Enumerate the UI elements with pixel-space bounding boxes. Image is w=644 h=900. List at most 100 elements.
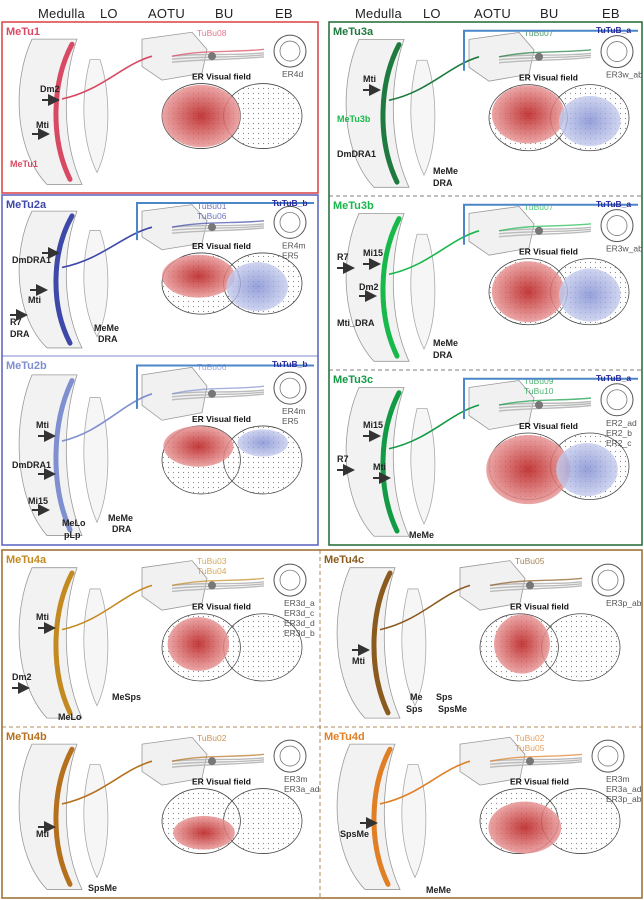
header-bu-right: BU — [540, 6, 559, 21]
header-aotu-left: AOTU — [148, 6, 185, 21]
input-label: Sps — [436, 692, 453, 702]
er-label: ER2_ad — [606, 418, 637, 428]
eb-ring — [600, 209, 634, 243]
axon-metu4b — [61, 760, 153, 805]
receptive-field-blue — [559, 95, 621, 147]
tubu-line — [171, 54, 265, 60]
lobula-outline — [83, 397, 109, 524]
tubu-label: TuBu07 — [524, 28, 554, 38]
eb-ring-inner — [279, 569, 301, 591]
input-label: pLp — [64, 530, 81, 540]
bu-node — [208, 223, 216, 232]
er-label: ER3a_ad — [606, 784, 642, 794]
input-label: Sps — [406, 704, 423, 714]
metu-neuron-metu3a — [380, 42, 402, 185]
bu-node — [535, 401, 543, 409]
input-label: MeTu1 — [10, 159, 38, 169]
eb-ring-inner — [279, 745, 301, 767]
input-label: MeLo — [62, 518, 86, 528]
panel-title-metu1: MeTu1 — [6, 26, 40, 38]
input-label: DmDRA1 — [12, 460, 51, 470]
input-label: MeTu3b — [337, 114, 371, 124]
er-label: ER4m — [282, 406, 306, 416]
input-label: R7 — [337, 252, 349, 262]
medulla-outline — [336, 743, 401, 890]
input-label: MeMe — [426, 885, 451, 895]
er-label: ER3d_c — [284, 608, 315, 618]
input-label: Mti_DRA — [337, 318, 375, 328]
bu-node — [208, 389, 216, 398]
visual-field-right — [223, 788, 303, 854]
tubu-line-colored — [171, 385, 265, 395]
tubu-label: TuBu06 — [197, 362, 227, 372]
receptive-field-red — [167, 617, 230, 671]
tubu-line — [498, 226, 592, 232]
input-label: MeLo — [58, 712, 82, 722]
eb-ring — [273, 563, 307, 597]
metu-neuron-metu4a — [53, 570, 75, 716]
tubu-label: TuBu08 — [197, 28, 227, 38]
visual-field-label: ER Visual field — [519, 73, 578, 83]
panel-title-metu4d: MeTu4d — [324, 731, 365, 743]
eb-ring-inner — [606, 389, 628, 411]
tubu-line-colored — [498, 397, 592, 406]
visual-field-label: ER Visual field — [192, 72, 251, 82]
tubu-line — [498, 404, 592, 412]
eb-ring — [273, 739, 307, 773]
header-lo-left: LO — [100, 6, 118, 21]
er-label: ER2_b — [606, 428, 632, 438]
visual-field-label: ER Visual field — [192, 414, 251, 424]
receptive-field-red — [494, 614, 550, 674]
lobula-outline — [83, 764, 109, 879]
medulla-outline — [345, 39, 410, 188]
axon-metu1 — [61, 55, 153, 100]
input-label: DRA — [433, 350, 453, 360]
metu-neuron-metu1 — [53, 41, 75, 182]
tubu-line — [498, 56, 592, 64]
lobula-outline — [410, 59, 436, 177]
input-label: DRA — [112, 524, 132, 534]
er-label: ER3p_ab — [606, 794, 642, 804]
lobula-outline — [401, 588, 427, 707]
tubu-line — [489, 581, 583, 587]
tubu-label: TuBu02 — [515, 733, 545, 743]
receptive-field-red — [162, 84, 241, 148]
eb-ring — [600, 383, 634, 417]
header-medulla-right: Medulla — [355, 6, 402, 21]
visual-field-label: ER Visual field — [192, 241, 251, 251]
tubu-line — [498, 52, 592, 58]
metu-neuron-metu4b — [53, 746, 75, 887]
receptive-field-red — [163, 425, 234, 467]
eb-ring-inner — [597, 745, 619, 767]
receptive-field-blue — [559, 268, 621, 322]
input-label: MeMe — [433, 338, 458, 348]
visual-field-label: ER Visual field — [510, 602, 569, 612]
input-label: DRA — [10, 329, 30, 339]
tubu-line — [171, 225, 265, 231]
tutub-line — [136, 202, 314, 241]
bu-node — [535, 226, 543, 235]
er-label: ER4d — [282, 69, 304, 79]
visual-field-right — [223, 613, 303, 682]
medulla-outline — [336, 567, 401, 719]
input-label: DmDRA1 — [12, 255, 51, 265]
tubu-label: TuBu05 — [515, 743, 545, 753]
visual-field-label: ER Visual field — [192, 777, 251, 787]
tubu-label: TuBu07 — [524, 202, 554, 212]
tubu-line — [171, 585, 265, 593]
metu-neuron-metu3c — [380, 390, 402, 534]
input-label: Mi15 — [28, 496, 48, 506]
tubu-line — [171, 52, 265, 57]
visual-field-label: ER Visual field — [519, 247, 578, 257]
lobula-outline — [410, 408, 436, 525]
tubu-line — [489, 757, 583, 762]
tubu-line-colored — [171, 48, 265, 57]
tubu-line — [498, 402, 592, 409]
input-label: R7 — [337, 454, 349, 464]
input-label: MeMe — [409, 530, 434, 540]
tubu-line-colored — [498, 49, 592, 58]
